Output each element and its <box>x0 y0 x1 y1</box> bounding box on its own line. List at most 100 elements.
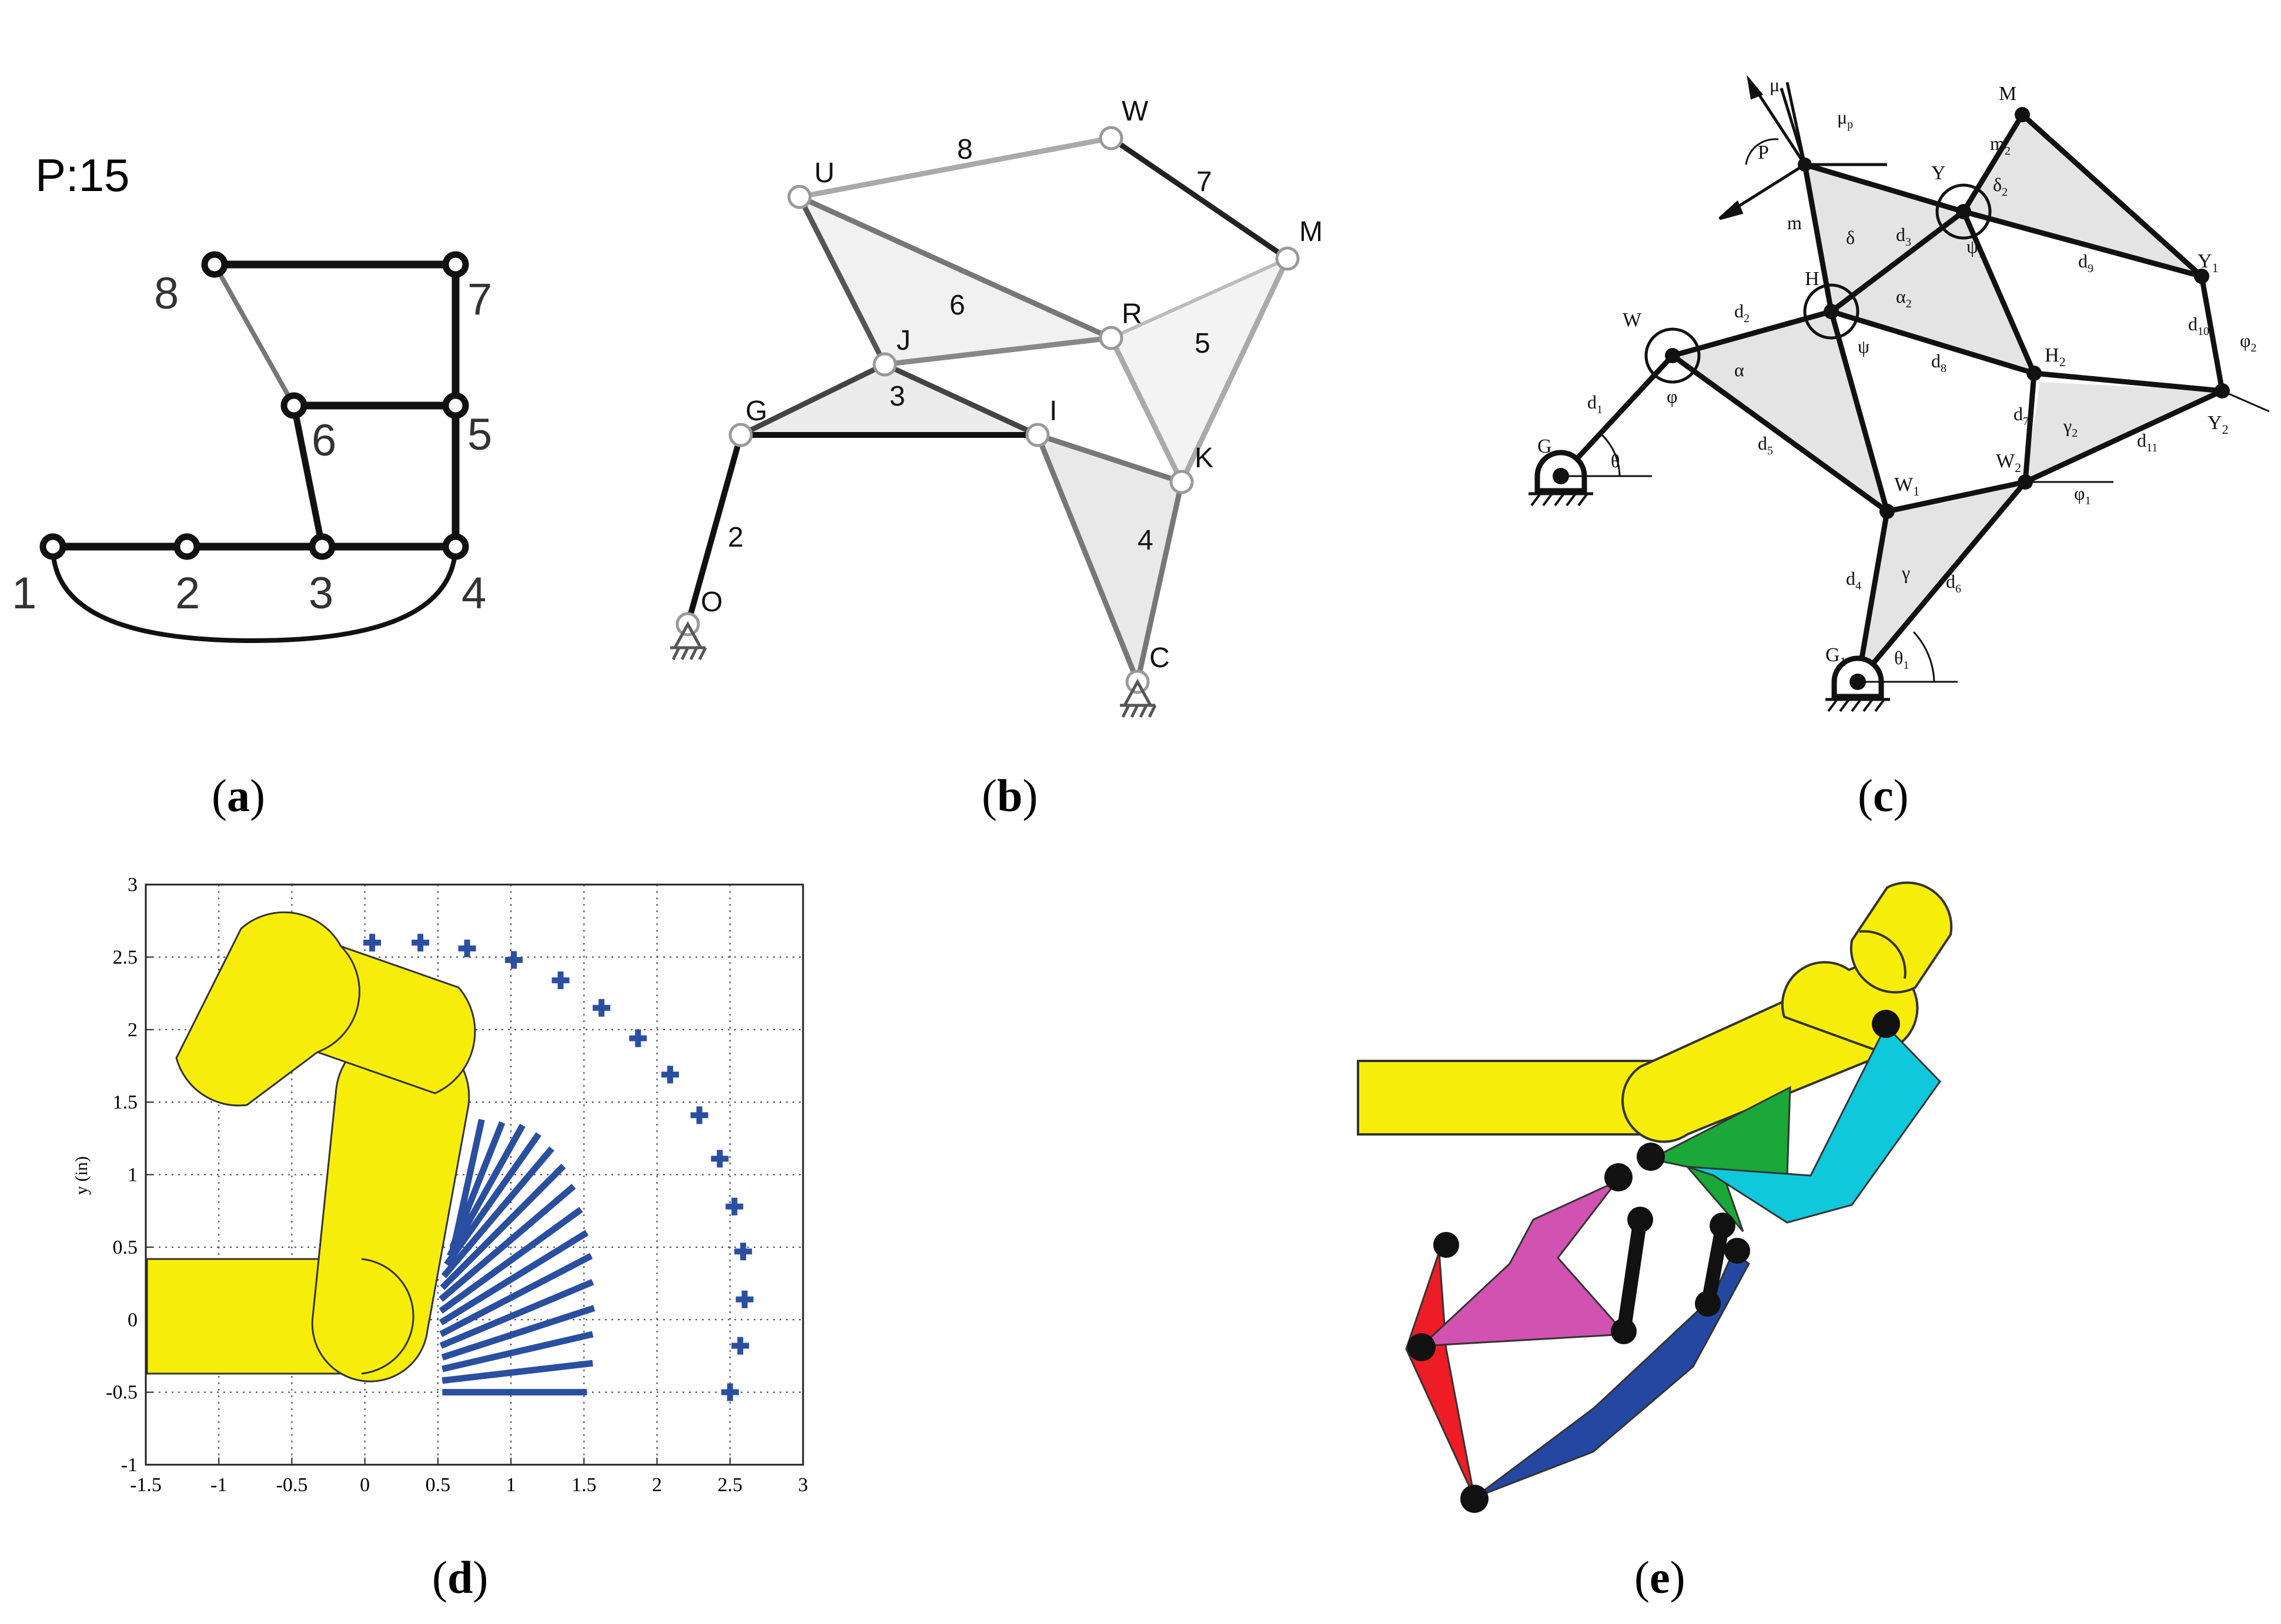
panel-c-angle-gamma: γ <box>1901 562 1910 583</box>
caption-e: e <box>1650 1552 1670 1603</box>
panel-c-len-d5-sub: 5 <box>1767 444 1773 457</box>
panel-b-plate-4 <box>1038 435 1182 682</box>
panel-c-point-H: H <box>1805 268 1820 290</box>
panel-b-link-label-4: 4 <box>1138 525 1153 556</box>
y-tick-label: 2.5 <box>113 946 138 968</box>
panel-b-node-O: O <box>701 587 723 618</box>
panel-c: M P Y Y1 H W G H2 Y2 W1 W2 G1 μ μp δ δ2 … <box>1529 74 2270 712</box>
panel-b-link-GJ <box>738 361 888 438</box>
svg-text:Y1: Y1 <box>2198 250 2219 275</box>
y-tick-label: 3 <box>128 874 138 896</box>
caption-a: a <box>227 770 250 821</box>
svg-text:φ2: φ2 <box>2240 330 2256 354</box>
data-point-marker <box>458 939 476 957</box>
panel-c-point-P: P <box>1758 142 1769 163</box>
panel-a-title: P:15 <box>35 149 129 201</box>
panel-a-joint-2 <box>173 533 200 560</box>
panel-c-angle-psi1: ψ <box>1966 236 1978 257</box>
panel-c-len-d10: d <box>2188 313 2198 334</box>
panel-c-angle-phi1-sub: 1 <box>2085 494 2091 507</box>
captions: (a) (b) (c) (d) (e) <box>212 770 1909 1603</box>
y-tick-label: 0 <box>128 1309 138 1331</box>
panel-e-cyan-link <box>1687 1024 1941 1224</box>
panel-c-len-d10-sub: 10 <box>2198 325 2209 338</box>
panel-b-link-RM <box>1109 257 1289 340</box>
panel-c-len-m: m <box>1787 212 1802 233</box>
panel-c-angle-theta1-sub: 1 <box>1903 659 1909 672</box>
panel-c-point-G1: G <box>1825 644 1840 666</box>
panel-c-len-d6: d <box>1946 571 1955 592</box>
panel-b-link-WM <box>1108 135 1290 262</box>
panel-c-angle-phi: φ <box>1667 386 1677 407</box>
panel-b-joint-K <box>1169 470 1194 494</box>
svg-text:Y2: Y2 <box>2208 412 2229 437</box>
panel-c-angle-phi2-sub: 2 <box>2250 341 2256 354</box>
panel-b-joint-W <box>1099 126 1123 150</box>
panel-c-len-d4: d <box>1846 568 1855 589</box>
panel-c-angle-phi1: φ <box>2074 483 2085 504</box>
fan-segment <box>442 1331 594 1372</box>
panel-c-angle-psi1-sub: 1 <box>1978 247 1984 260</box>
panel-c-len-d2: d <box>1734 300 1744 322</box>
fan-segments <box>439 1119 596 1396</box>
panel-c-point-H2-sub: 2 <box>2059 354 2066 369</box>
panel-c-point-W1: W <box>1894 474 1914 495</box>
panel-b-link-UW <box>797 135 1114 200</box>
panel-c-point-W: W <box>1623 309 1642 331</box>
y-tick-label: -1 <box>121 1454 138 1476</box>
panel-c-angle-gamma2: γ <box>2063 415 2072 436</box>
panel-c-link-MY1 <box>2019 112 2205 279</box>
data-point-marker <box>629 1029 647 1047</box>
panel-b-joint-R <box>1099 326 1123 350</box>
panel-a-joint-5 <box>442 392 469 419</box>
data-point-marker <box>734 1243 752 1261</box>
svg-text:α2: α2 <box>1896 286 1912 310</box>
svg-text:d11: d11 <box>2137 430 2158 454</box>
panel-c-link-HW1 <box>1828 309 1890 514</box>
panel-c-joint-H <box>1824 304 1839 319</box>
panel-c-angle-theta: θ <box>1611 450 1620 471</box>
panel-b-node-K: K <box>1195 443 1213 474</box>
panel-c-len-d1-sub: 1 <box>1597 403 1603 416</box>
panel-c-len-d11-sub: 11 <box>2146 441 2158 454</box>
panel-b-link-label-2: 2 <box>728 522 744 553</box>
y-tick-label: 1.5 <box>113 1091 138 1113</box>
panel-b-ground-C <box>1120 678 1157 718</box>
fan-segment <box>449 1119 485 1254</box>
panel-e-palm <box>1357 1060 1659 1136</box>
panel-c-point-W2-sub: 2 <box>2015 460 2021 475</box>
svg-text:G1: G1 <box>1825 644 1847 669</box>
svg-text:φ1: φ1 <box>2074 483 2091 507</box>
panel-e-red-link <box>1405 1251 1476 1498</box>
panel-c-len-d7-sub: 7 <box>2023 415 2029 428</box>
panel-c-angle-psi: ψ <box>1858 336 1869 357</box>
panel-a-joint-7 <box>442 251 469 278</box>
panel-b-node-R: R <box>1122 299 1142 330</box>
panel-a-edge-8-6 <box>212 263 296 407</box>
panel-c-angle-theta1: θ <box>1894 647 1903 668</box>
fan-segment <box>446 1123 526 1258</box>
panel-c-joint-W1 <box>1879 504 1895 519</box>
panel-a-label-1: 1 <box>12 568 36 618</box>
panel-e-joints <box>1407 1010 1900 1513</box>
panel-c-joint-H2 <box>2026 366 2042 381</box>
panel-a-joint-4 <box>442 533 469 560</box>
panel-c-len-d3-sub: 3 <box>1905 236 1911 249</box>
panel-a-edge-6-3 <box>290 404 326 548</box>
panel-b-link-UJ <box>797 194 888 367</box>
y-tick-label: 1 <box>128 1164 138 1186</box>
panel-b-node-J: J <box>897 325 911 356</box>
panel-b-link-JR <box>882 335 1114 367</box>
x-tick-label: 1 <box>506 1474 516 1496</box>
fan-segment <box>439 1207 583 1314</box>
panel-b-joint-I <box>1025 423 1050 447</box>
panel-a-arc <box>51 546 458 644</box>
data-point-marker <box>661 1066 679 1084</box>
panel-c-angle-delta2: δ <box>1993 174 2002 195</box>
panel-c-len-d2-sub: 2 <box>1744 312 1750 325</box>
panel-a-label-4: 4 <box>461 568 486 618</box>
x-tick-label: 1.5 <box>571 1474 597 1496</box>
panel-c-angle-gamma2-sub: 2 <box>2072 427 2078 440</box>
panel-b-link-label-5: 5 <box>1195 328 1210 359</box>
